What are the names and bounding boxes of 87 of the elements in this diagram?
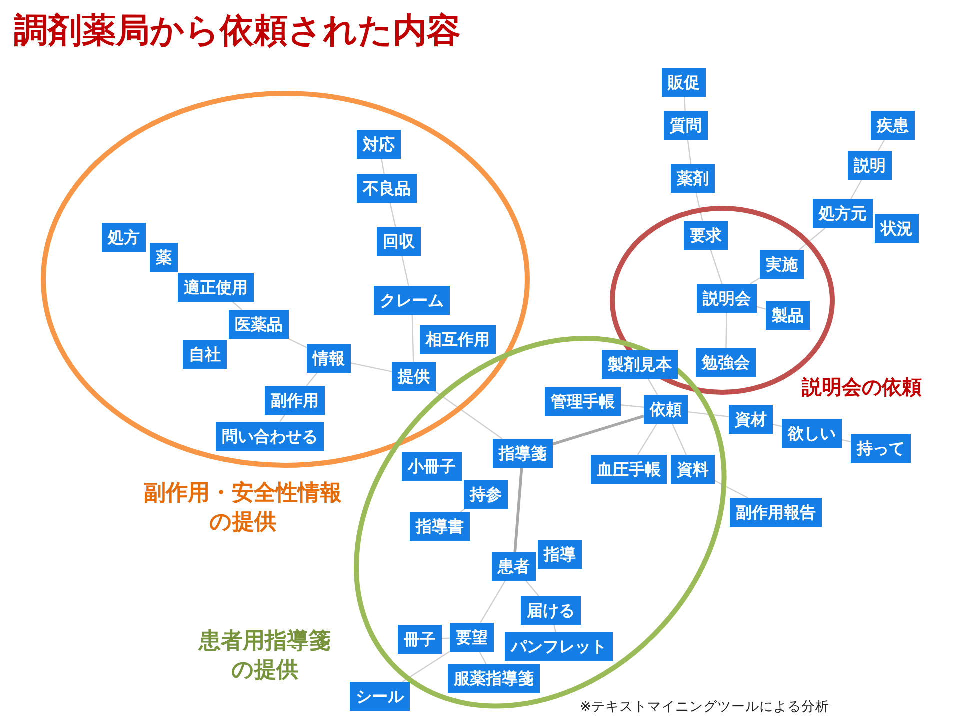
keyword-box: 説明: [848, 151, 892, 180]
connector-line: [684, 96, 686, 112]
keyword-box: シール: [350, 682, 410, 711]
connector-line: [412, 314, 414, 362]
connector-line: [714, 480, 748, 499]
keyword-box: 依頼: [644, 394, 688, 424]
connector-line: [648, 378, 658, 396]
keyword-box: 管理手帳: [544, 386, 621, 416]
keyword-box: 説明会: [697, 284, 757, 313]
connector-line: [772, 424, 782, 428]
keyword-box: 持って: [851, 434, 911, 463]
connector-line: [798, 228, 826, 250]
connector-line: [350, 362, 392, 372]
connector-line: [756, 306, 766, 310]
keyword-box: 製品: [766, 301, 810, 330]
connector-line: [526, 580, 540, 596]
keyword-box: パンフレット: [504, 632, 613, 661]
connector-line: [750, 278, 760, 285]
connector-line: [390, 202, 396, 228]
keyword-box: 相互作用: [420, 325, 496, 354]
keyword-box: 要望: [450, 622, 494, 652]
connector-line: [687, 140, 692, 164]
connector-line: [480, 580, 506, 624]
keyword-box: 薬: [150, 243, 178, 272]
connector-line: [710, 250, 723, 284]
keyword-box: 指導: [538, 540, 582, 569]
keyword-box: 冊子: [398, 624, 442, 654]
connector-line: [402, 651, 450, 682]
connector-line: [460, 508, 466, 512]
keyword-box: 問い合わせる: [216, 422, 324, 451]
connector-line: [402, 256, 410, 286]
keyword-box: 医薬品: [229, 310, 289, 339]
keyword-box: 情報: [307, 344, 351, 373]
connector-line: [280, 414, 286, 422]
group-label: 患者用指導箋の提供: [197, 628, 332, 685]
keyword-box: 指導箋: [492, 438, 553, 468]
keyword-box: 処方: [102, 223, 146, 252]
connector-line: [479, 652, 487, 664]
keyword-box: 資料: [670, 454, 715, 484]
keyword-box: 販促: [662, 68, 706, 97]
connector-line: [688, 411, 730, 418]
keyword-box: 小冊子: [402, 452, 462, 481]
connector-line: [726, 312, 728, 348]
keyword-box: 不良品: [357, 174, 417, 203]
group-label: 説明会の依頼: [802, 374, 922, 400]
group-label: 副作用・安全性情報の提供: [143, 480, 343, 537]
keyword-box: 副作用: [265, 386, 325, 415]
keyword-box: 患者: [492, 552, 536, 581]
connector-line: [514, 468, 524, 552]
keyword-box: 処方元: [813, 199, 873, 228]
keyword-box: 薬剤: [671, 164, 715, 193]
keyword-box: 届ける: [520, 596, 581, 625]
keyword-box: 回収: [377, 227, 421, 256]
keyword-box: 副作用報告: [730, 498, 822, 527]
keyword-box: 持参: [464, 480, 508, 509]
keyword-box: 対応: [357, 130, 401, 159]
connector-line: [696, 192, 704, 222]
keyword-box: 指導書: [410, 512, 470, 541]
keyword-box: 実施: [760, 250, 804, 279]
keyword-box: 要求: [684, 221, 728, 250]
connector-line: [620, 404, 644, 408]
connector-line: [552, 414, 644, 446]
keyword-box: 提供: [392, 362, 436, 391]
connector-line: [878, 140, 886, 152]
connector-line: [637, 424, 658, 456]
keyword-box: 自社: [183, 340, 227, 369]
connector-line: [306, 372, 318, 386]
keyword-box: 欲しい: [782, 419, 842, 448]
keyword-box: 資材: [729, 405, 773, 434]
connector-line: [288, 338, 308, 348]
keyword-box: 血圧手帳: [590, 454, 667, 484]
keyword-box: 状況: [875, 214, 919, 243]
keyword-box: 勉強会: [696, 348, 756, 377]
footnote: ※テキストマイニングツールによる分析: [580, 698, 830, 716]
connector-line: [434, 390, 503, 440]
connector-line: [850, 180, 862, 200]
keyword-box: 服薬指導箋: [448, 664, 540, 693]
keyword-box: クレーム: [374, 286, 450, 315]
connector-line: [842, 439, 852, 443]
keyword-box: 質問: [664, 111, 708, 140]
connector-line: [554, 624, 556, 632]
connector-line: [672, 424, 687, 456]
title: 調剤薬局から依頼された内容: [14, 10, 461, 52]
connector-line: [381, 158, 385, 174]
connector-line: [232, 302, 243, 310]
keyword-box: 適正使用: [178, 273, 254, 302]
keyword-box: 疾患: [871, 111, 915, 140]
